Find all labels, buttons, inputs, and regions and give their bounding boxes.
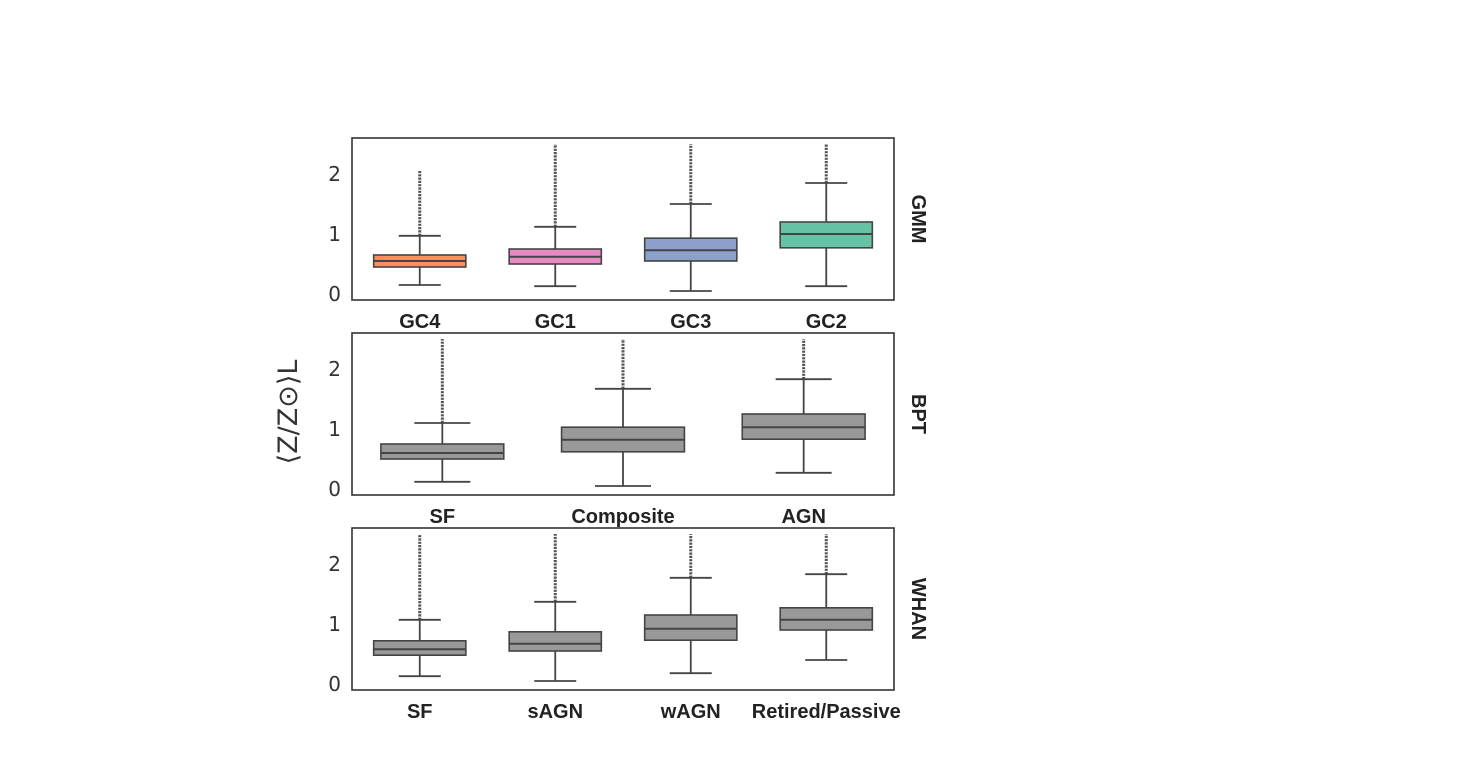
box-wagn <box>643 534 738 675</box>
box-sf <box>372 534 467 678</box>
category-label: GC2 <box>806 311 847 333</box>
box-composite <box>560 339 686 487</box>
category-label: AGN <box>781 506 825 528</box>
iqr-box <box>508 630 603 652</box>
category-label: Composite <box>571 506 674 528</box>
y-tick-label: 2 <box>328 552 341 576</box>
y-tick-label: 0 <box>328 282 341 306</box>
plot-frame <box>351 332 895 496</box>
box-agn <box>741 339 866 474</box>
box-gc3 <box>643 144 738 292</box>
category-label: Retired/Passive <box>752 701 901 723</box>
box-gc4 <box>372 171 467 286</box>
box-retired-passive <box>779 534 874 661</box>
category-label: GC4 <box>399 311 441 333</box>
category-label: sAGN <box>527 701 583 723</box>
y-tick-label: 1 <box>328 612 341 636</box>
y-tick-label: 1 <box>328 417 341 441</box>
facet-label: BPT <box>907 394 929 434</box>
category-label: GC1 <box>535 311 576 333</box>
y-tick-label: 2 <box>328 357 341 381</box>
y-tick-label: 1 <box>328 222 341 246</box>
iqr-box <box>380 443 505 460</box>
y-tick-label: 0 <box>328 672 341 696</box>
y-axis-label: ⟨Z/Z⊙⟩L <box>273 360 304 465</box>
plot-frame <box>351 137 895 301</box>
category-label: wAGN <box>660 701 721 723</box>
category-label: SF <box>407 701 433 723</box>
category-label: GC3 <box>670 311 711 333</box>
category-label: SF <box>430 506 456 528</box>
iqr-box <box>643 614 738 642</box>
box-gc2 <box>779 144 874 288</box>
y-tick-label: 0 <box>328 477 341 501</box>
box-sf <box>380 339 505 483</box>
box-sagn <box>508 534 603 682</box>
facet-label: GMM <box>907 195 929 244</box>
plot-frame <box>351 527 895 691</box>
y-tick-label: 2 <box>328 162 341 186</box>
iqr-box <box>372 639 467 656</box>
box-gc1 <box>508 144 603 288</box>
facet-label: WHAN <box>907 578 929 640</box>
